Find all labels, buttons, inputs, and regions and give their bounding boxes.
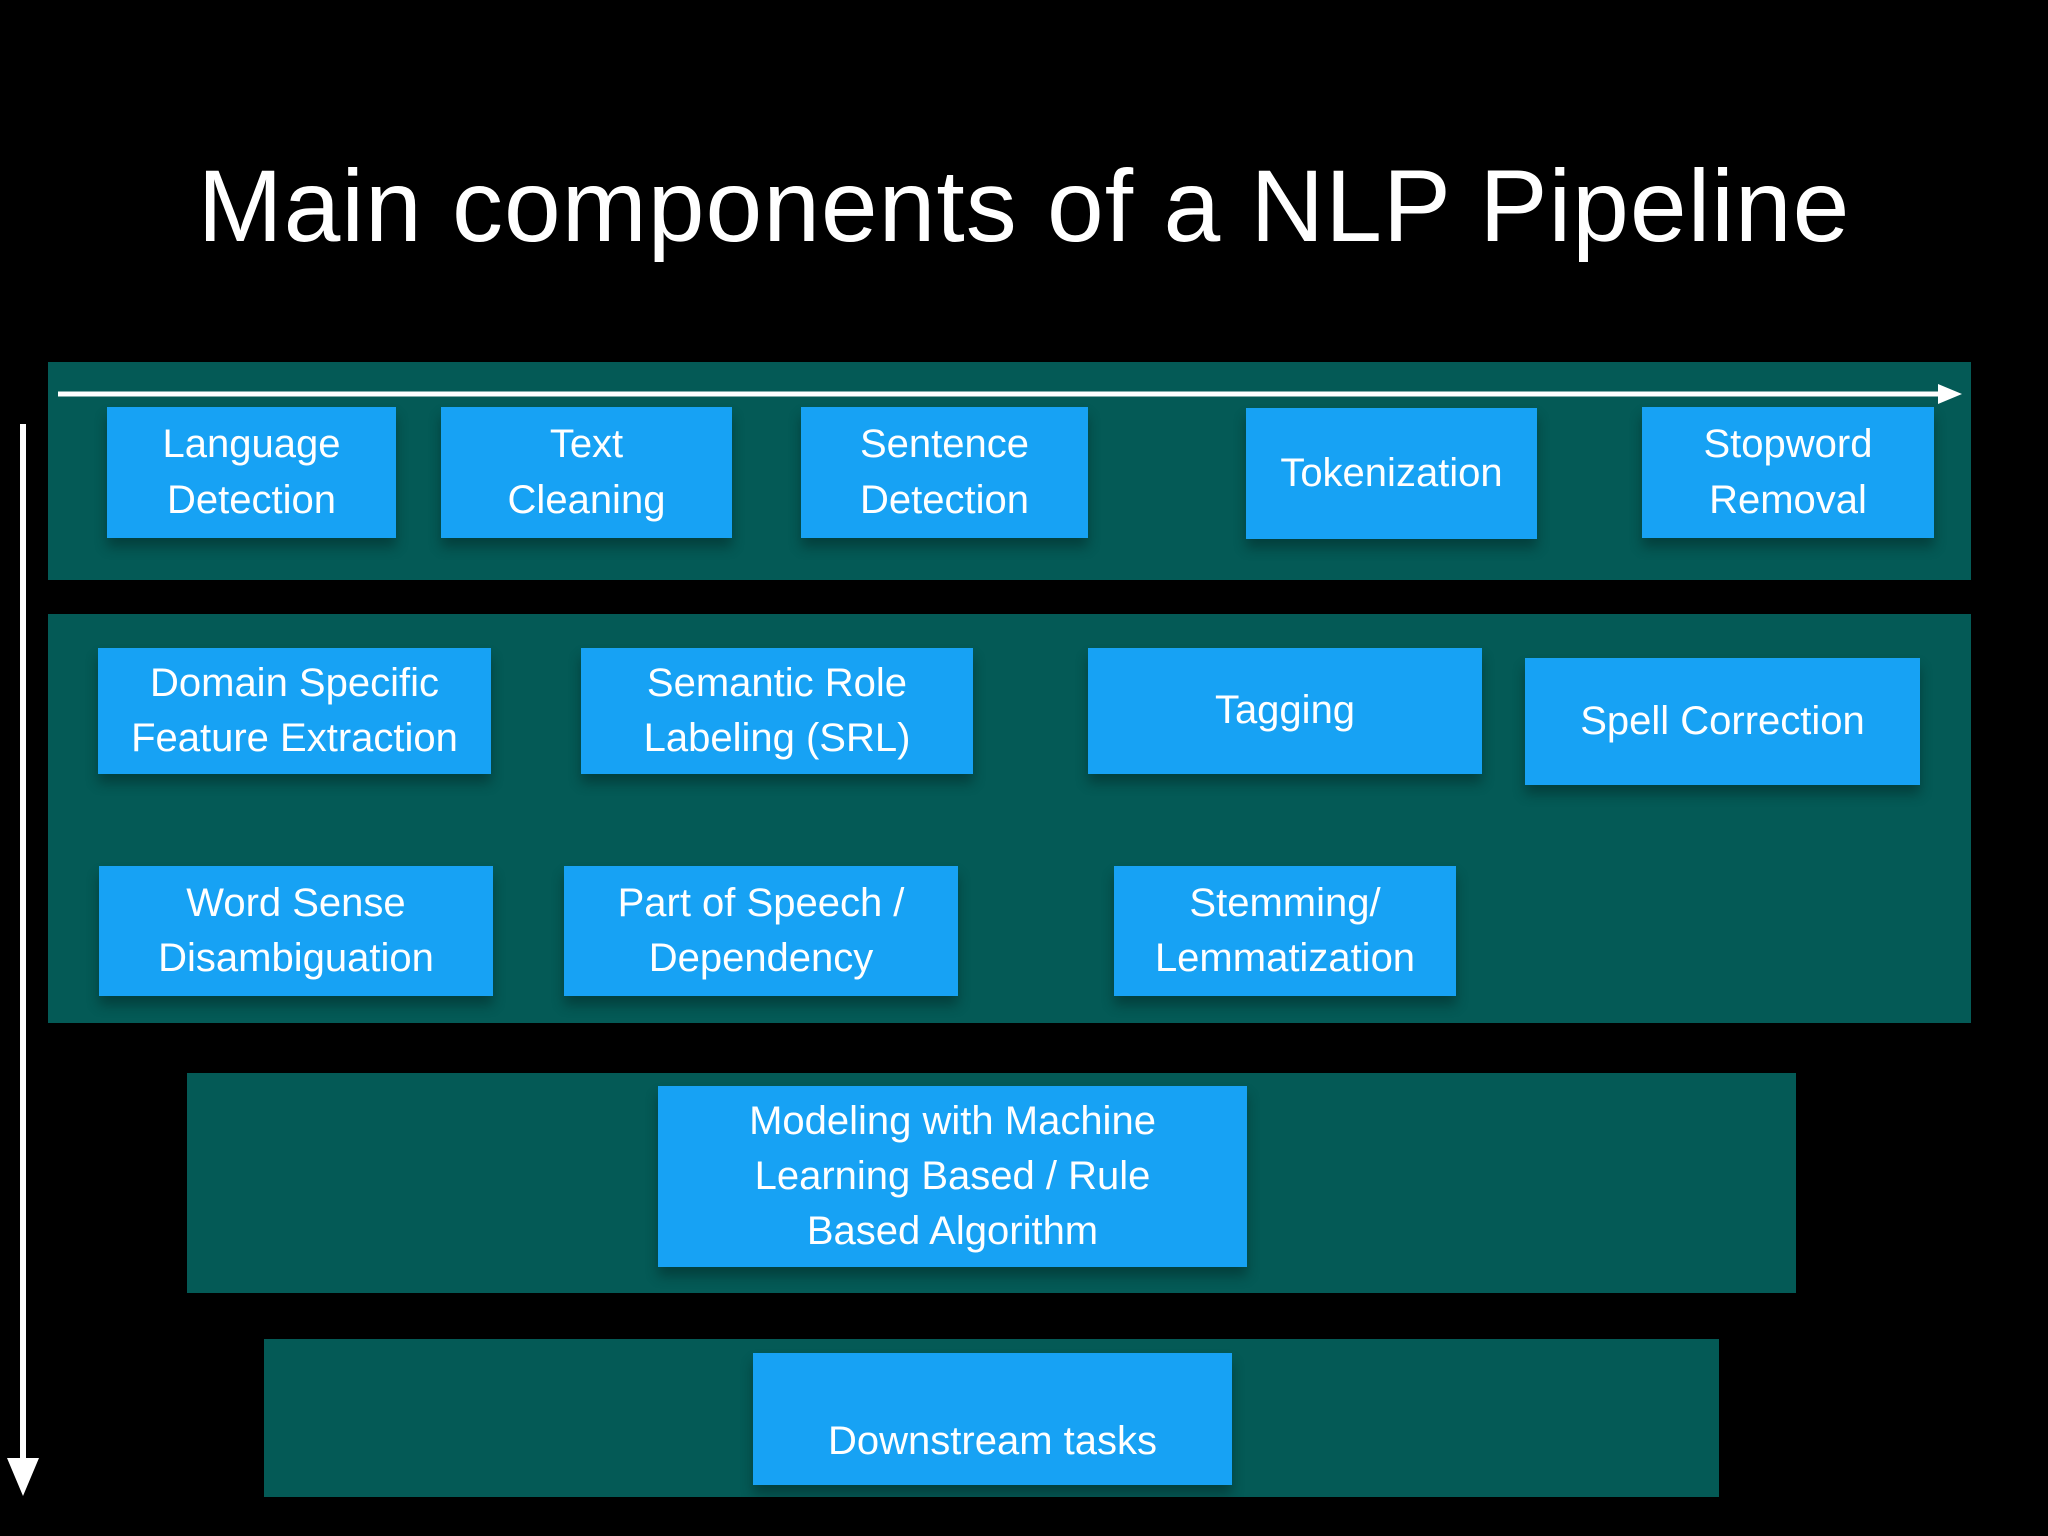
- pipeline-row-3: Modeling with Machine Learning Based / R…: [187, 1073, 1796, 1293]
- step-label: Tagging: [1214, 688, 1356, 733]
- step-label: Tokenization: [1280, 450, 1503, 495]
- step-label: Stemming/ Lemmatization: [1154, 880, 1416, 980]
- step-label: Semantic Role Labeling (SRL): [643, 660, 911, 760]
- step-label: Downstream tasks: [828, 1418, 1157, 1463]
- step-domain-specific-feature-extraction: Domain Specific Feature Extraction: [98, 648, 491, 774]
- step-modeling: Modeling with Machine Learning Based / R…: [658, 1086, 1247, 1267]
- vertical-flow-arrow-icon: [7, 424, 39, 1496]
- step-language-detection: Language Detection: [107, 407, 396, 538]
- step-label: Modeling with Machine Learning Based / R…: [749, 1098, 1156, 1254]
- slide-title: Main components of a NLP Pipeline: [197, 149, 1851, 263]
- step-label: Word Sense Disambiguation: [158, 880, 434, 980]
- step-sentence-detection: Sentence Detection: [801, 407, 1088, 538]
- pipeline-row-1: Language Detection Text Cleaning Sentenc…: [48, 362, 1971, 580]
- step-stemming-lemmatization: Stemming/ Lemmatization: [1114, 866, 1456, 996]
- step-label: Domain Specific Feature Extraction: [131, 660, 458, 760]
- step-tagging: Tagging: [1088, 648, 1482, 774]
- step-text-cleaning: Text Cleaning: [441, 407, 732, 538]
- step-semantic-role-labeling: Semantic Role Labeling (SRL): [581, 648, 973, 774]
- pipeline-row-2: Domain Specific Feature Extraction Seman…: [48, 614, 1971, 1023]
- step-word-sense-disambiguation: Word Sense Disambiguation: [99, 866, 493, 996]
- step-tokenization: Tokenization: [1246, 408, 1537, 539]
- step-label: Text Cleaning: [507, 422, 666, 522]
- step-label: Stopword Removal: [1703, 422, 1873, 522]
- step-stopword-removal: Stopword Removal: [1642, 407, 1934, 538]
- step-part-of-speech-dependency: Part of Speech / Dependency: [564, 866, 958, 996]
- horizontal-flow-arrow-icon: [58, 384, 1962, 404]
- step-label: Spell Correction: [1580, 698, 1865, 743]
- step-label: Sentence Detection: [859, 422, 1030, 522]
- pipeline-row-4: Downstream tasks: [264, 1339, 1719, 1497]
- step-label: Part of Speech / Dependency: [617, 880, 905, 980]
- step-downstream-tasks: Downstream tasks: [753, 1353, 1232, 1485]
- step-spell-correction: Spell Correction: [1525, 658, 1920, 785]
- step-label: Language Detection: [162, 422, 341, 522]
